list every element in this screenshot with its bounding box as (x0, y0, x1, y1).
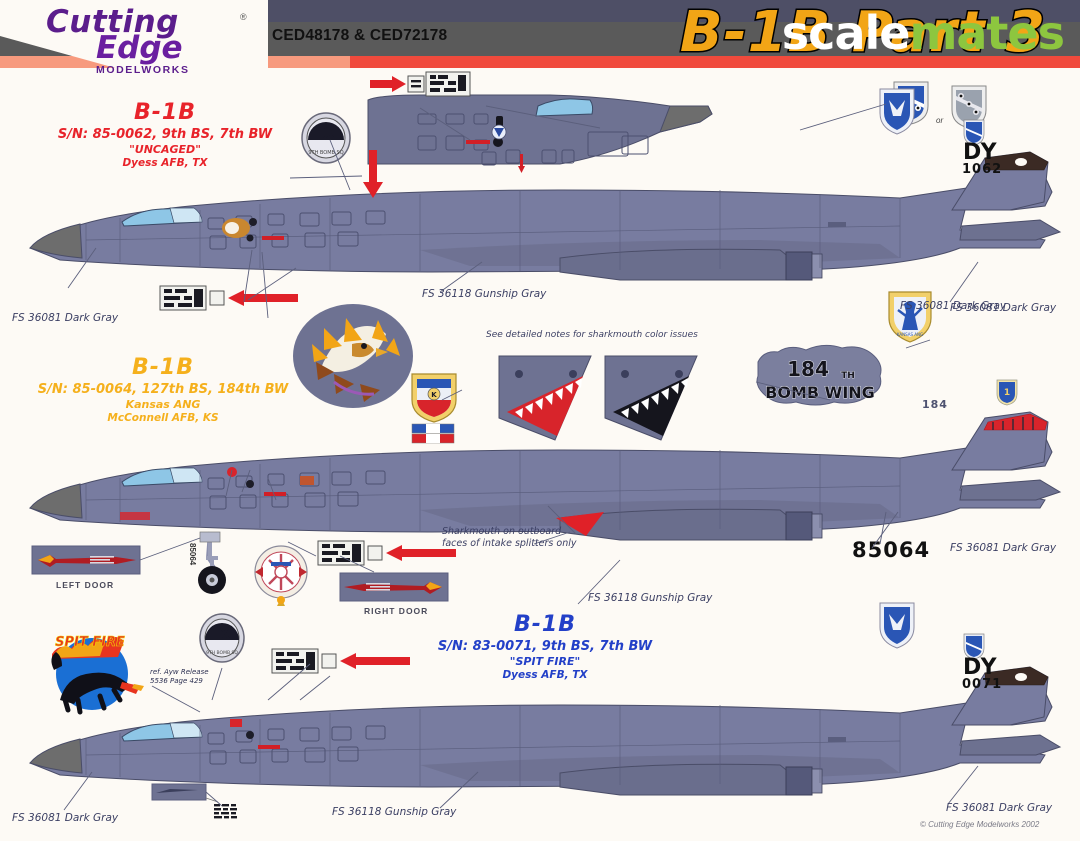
sharkmouth-color-note: See detailed notes for sharkmouth color … (486, 330, 698, 340)
svg-text:KANSAS ANG: KANSAS ANG (897, 332, 923, 337)
squadron-patch-9bs-2: IX 9TH BOMB SQ (199, 613, 245, 663)
subject-2-titleblock: B-1B S/N: 85-0064, 127th BS, 184th BW Ka… (18, 355, 308, 424)
svg-text:BOMB WING: BOMB WING (765, 383, 875, 402)
wing-crest-emblem (254, 545, 308, 606)
subject-2-base: McConnell AFB, KS (107, 412, 219, 424)
watermark-part-1: scale (781, 6, 911, 60)
tail-code-3: DY (963, 655, 998, 680)
sharkmouth-placement-note: Sharkmouth on outboard faces of intake s… (442, 526, 576, 550)
header-band-dark (0, 0, 1080, 22)
nose-detail-note-line2: 5536 Page 429 (150, 677, 203, 685)
right-door-decal (339, 572, 449, 602)
flag-decal-strip (411, 423, 455, 444)
subject-3-type: B-1B (514, 612, 576, 637)
subject-3-nickname: "SPIT FIRE" (509, 655, 581, 668)
subject-3-base: Dyess AFB, TX (502, 669, 588, 681)
aircraft-3-drawing (28, 666, 1062, 796)
subject-3-titleblock: B-1B S/N: 83-0071, 9th BS, 7th BW "SPIT … (400, 612, 690, 681)
svg-text:SPIT FIRE: SPIT FIRE (55, 635, 125, 650)
fs-caption-2a: FS 36081 Dark Gray (900, 300, 1007, 312)
bottom-decal-strip (151, 783, 237, 819)
left-door-decal (31, 545, 141, 575)
nose-detail-note: ref. Ayw Release 5536 Page 429 (150, 668, 209, 686)
fs-caption-3c: FS 36081 Dark Gray (946, 802, 1053, 814)
tail-number-2: 184 (922, 398, 948, 411)
tail-code-1: DY (963, 140, 998, 165)
decal-callout-2 (159, 285, 298, 311)
subject-3-serial: S/N: 83-0071, 9th BS, 7th BW (437, 639, 653, 654)
copyright-notice: © Cutting Edge Modelworks 2002 (920, 820, 1040, 829)
nose-detail-note-line1: ref. Ayw Release (150, 668, 209, 676)
acc-emblem-3 (879, 602, 915, 649)
fs-caption-2c: FS 36081 Dark Gray (950, 542, 1057, 554)
kit-number-label: CED48178 & CED72178 (272, 27, 448, 44)
gear-door-number: 85064 (188, 543, 197, 566)
subject-2-nickname: Kansas ANG (125, 398, 201, 411)
sheet-title-group: B-1B Part 3 scalemates (470, 0, 1070, 68)
tail-shield-3 (963, 633, 985, 660)
svg-text:IX: IX (317, 124, 335, 142)
brand-name-line1: Cutting (46, 4, 179, 40)
decal-callout-1 (370, 71, 471, 97)
svg-text:1: 1 (1004, 388, 1010, 398)
subject-1-titleblock: B-1B S/N: 85-0062, 9th BS, 7th BW "UNCAG… (30, 100, 300, 169)
fs-caption-2b: FS 36118 Gunship Gray (588, 592, 713, 604)
fs-caption-1c: FS 36081 Dark Gray (950, 302, 1057, 314)
registered-mark-icon: ® (240, 12, 247, 22)
subject-1-serial: S/N: 85-0062, 9th BS, 7th BW (57, 127, 273, 142)
page-title: B-1B Part 3 (678, 0, 1046, 67)
acc-emblem-1 (879, 88, 915, 135)
sharkmouth-placement-line2: faces of intake splitters only (442, 538, 577, 549)
fs-caption-3b: FS 36118 Gunship Gray (332, 806, 457, 818)
decal-callout-4 (271, 648, 410, 674)
subject-1-type: B-1B (134, 100, 196, 125)
sheet-header: Cutting Edge ® MODELWORKS CED48178 & CED… (0, 0, 1080, 92)
brand-subtitle: MODELWORKS (96, 64, 190, 76)
sharkmouth-panel-red (498, 355, 592, 441)
svg-text:184: 184 (787, 357, 829, 381)
svg-text:TH: TH (841, 371, 855, 381)
aircraft-profile-1 (0, 140, 1080, 325)
svg-text:9TH BOMB SQ: 9TH BOMB SQ (308, 150, 343, 156)
nose-gear-assembly (198, 531, 226, 594)
decal-callout-3 (317, 540, 456, 566)
subject-2-type: B-1B (132, 355, 194, 380)
tail-number-3: 0071 (962, 677, 1003, 692)
sharkmouth-panel-black (604, 355, 698, 441)
decal-184th-bomb-wing: 184 TH BOMB WING (756, 344, 882, 406)
scalemates-watermark: scalemates (781, 6, 1065, 60)
svg-text:K: K (431, 391, 437, 399)
sharkmouth-placement-line1: Sharkmouth on outboard (442, 526, 562, 537)
tail-number-1: 1062 (962, 162, 1003, 177)
fs-caption-1b: FS 36118 Gunship Gray (422, 288, 547, 300)
squadron-patch-shield-gray (951, 85, 987, 129)
subject-2-serial: S/N: 85-0064, 127th BS, 184th BW (37, 382, 289, 397)
placement-arrow-down (363, 150, 383, 198)
subject-1-base: Dyess AFB, TX (122, 157, 208, 169)
tail-shield-1 (963, 119, 985, 146)
patch-or-label: or (936, 116, 944, 125)
brand-name-line2: Edge (96, 30, 183, 66)
aircraft-1-drawing (28, 151, 1062, 281)
fuselage-number-2: 85064 (852, 538, 931, 562)
svg-text:IX: IX (214, 626, 230, 642)
fs-caption-1a: FS 36081 Dark Gray (12, 312, 119, 324)
squadron-patch-9bs-1: IX 9TH BOMB SQ (301, 112, 351, 164)
fs-caption-3a: FS 36081 Dark Gray (12, 812, 119, 824)
wing-badge-184th: K (411, 373, 457, 423)
subject-1-nickname: "UNCAGED" (129, 143, 201, 156)
tail-shield-2: 1 (996, 379, 1018, 406)
left-door-label: LEFT DOOR (56, 580, 115, 590)
svg-text:9TH BOMB SQ: 9TH BOMB SQ (206, 650, 238, 656)
nose-art-uncaged (293, 304, 413, 408)
watermark-part-2: mates (909, 6, 1065, 60)
aircraft-profile-3 (0, 655, 1080, 825)
ang-minuteman-emblem: KANSAS ANG (888, 291, 932, 343)
nose-art-spitfire: SPIT FIRE (51, 635, 144, 715)
right-door-label: RIGHT DOOR (364, 606, 429, 616)
